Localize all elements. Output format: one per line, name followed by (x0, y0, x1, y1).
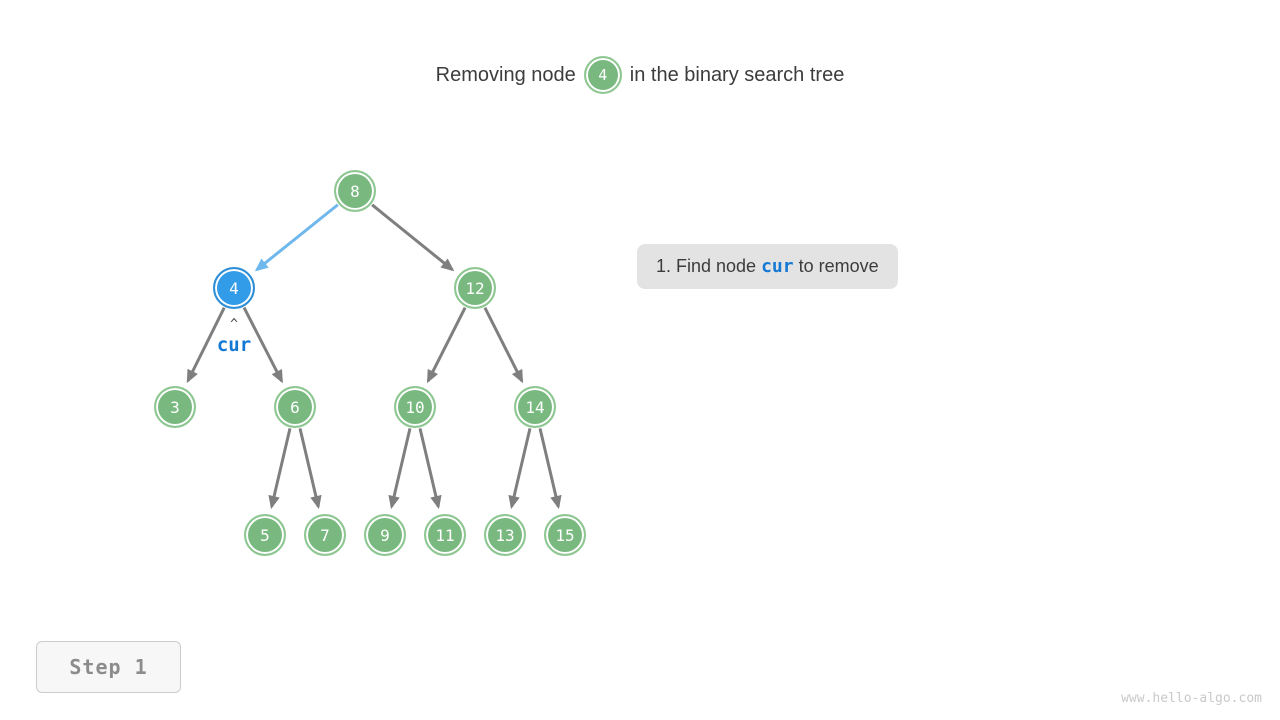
tree-edge-n12-n10 (426, 306, 467, 384)
tree-node-5[interactable]: 5 (244, 514, 286, 556)
tree-edge-n4-n3 (186, 307, 226, 384)
tree-edge-layer (186, 203, 562, 510)
tree-node-10[interactable]: 10 (394, 386, 436, 428)
annotation-prefix: 1. Find node (656, 256, 762, 276)
title-node-badge: 4 (583, 56, 622, 94)
tree-edge-n14-n15 (538, 428, 562, 510)
annotation-highlight: cur (761, 256, 794, 277)
title-suffix: in the binary search tree (629, 63, 845, 86)
step-description-box: 1. Find node cur to remove (637, 244, 898, 289)
annotation-suffix: to remove (793, 256, 879, 276)
tree-edge-n12-n14 (483, 306, 524, 384)
tree-edge-n6-n7 (298, 428, 322, 510)
caret-icon: ^ (230, 317, 238, 332)
tree-node-11[interactable]: 11 (424, 514, 466, 556)
tree-node-12[interactable]: 12 (454, 267, 496, 309)
tree-node-4[interactable]: 4 (213, 267, 255, 309)
cur-pointer-annotation: ^ cur (217, 318, 251, 355)
tree-node-8[interactable]: 8 (334, 170, 376, 212)
tree-node-13[interactable]: 13 (484, 514, 526, 556)
tree-edge-n10-n11 (418, 428, 442, 510)
tree-node-15[interactable]: 15 (544, 514, 586, 556)
tree-node-3[interactable]: 3 (154, 386, 196, 428)
tree-edge-n8-n4 (254, 203, 339, 272)
cur-pointer-label: cur (216, 334, 252, 356)
watermark: www.hello-algo.com (1121, 691, 1262, 706)
step-badge: Step 1 (36, 641, 181, 693)
title-prefix: Removing node (435, 63, 576, 86)
tree-node-14[interactable]: 14 (514, 386, 556, 428)
tree-node-7[interactable]: 7 (304, 514, 346, 556)
tree-edge-n10-n9 (388, 428, 412, 510)
tree-edge-n6-n5 (268, 428, 292, 510)
tree-node-6[interactable]: 6 (274, 386, 316, 428)
page-title: Removing node 4 in the binary search tre… (0, 56, 1280, 94)
tree-node-9[interactable]: 9 (364, 514, 406, 556)
tree-edge-n8-n12 (371, 203, 455, 272)
tree-edge-n14-n13 (508, 428, 532, 510)
tree-edge-n4-n6 (242, 306, 284, 384)
